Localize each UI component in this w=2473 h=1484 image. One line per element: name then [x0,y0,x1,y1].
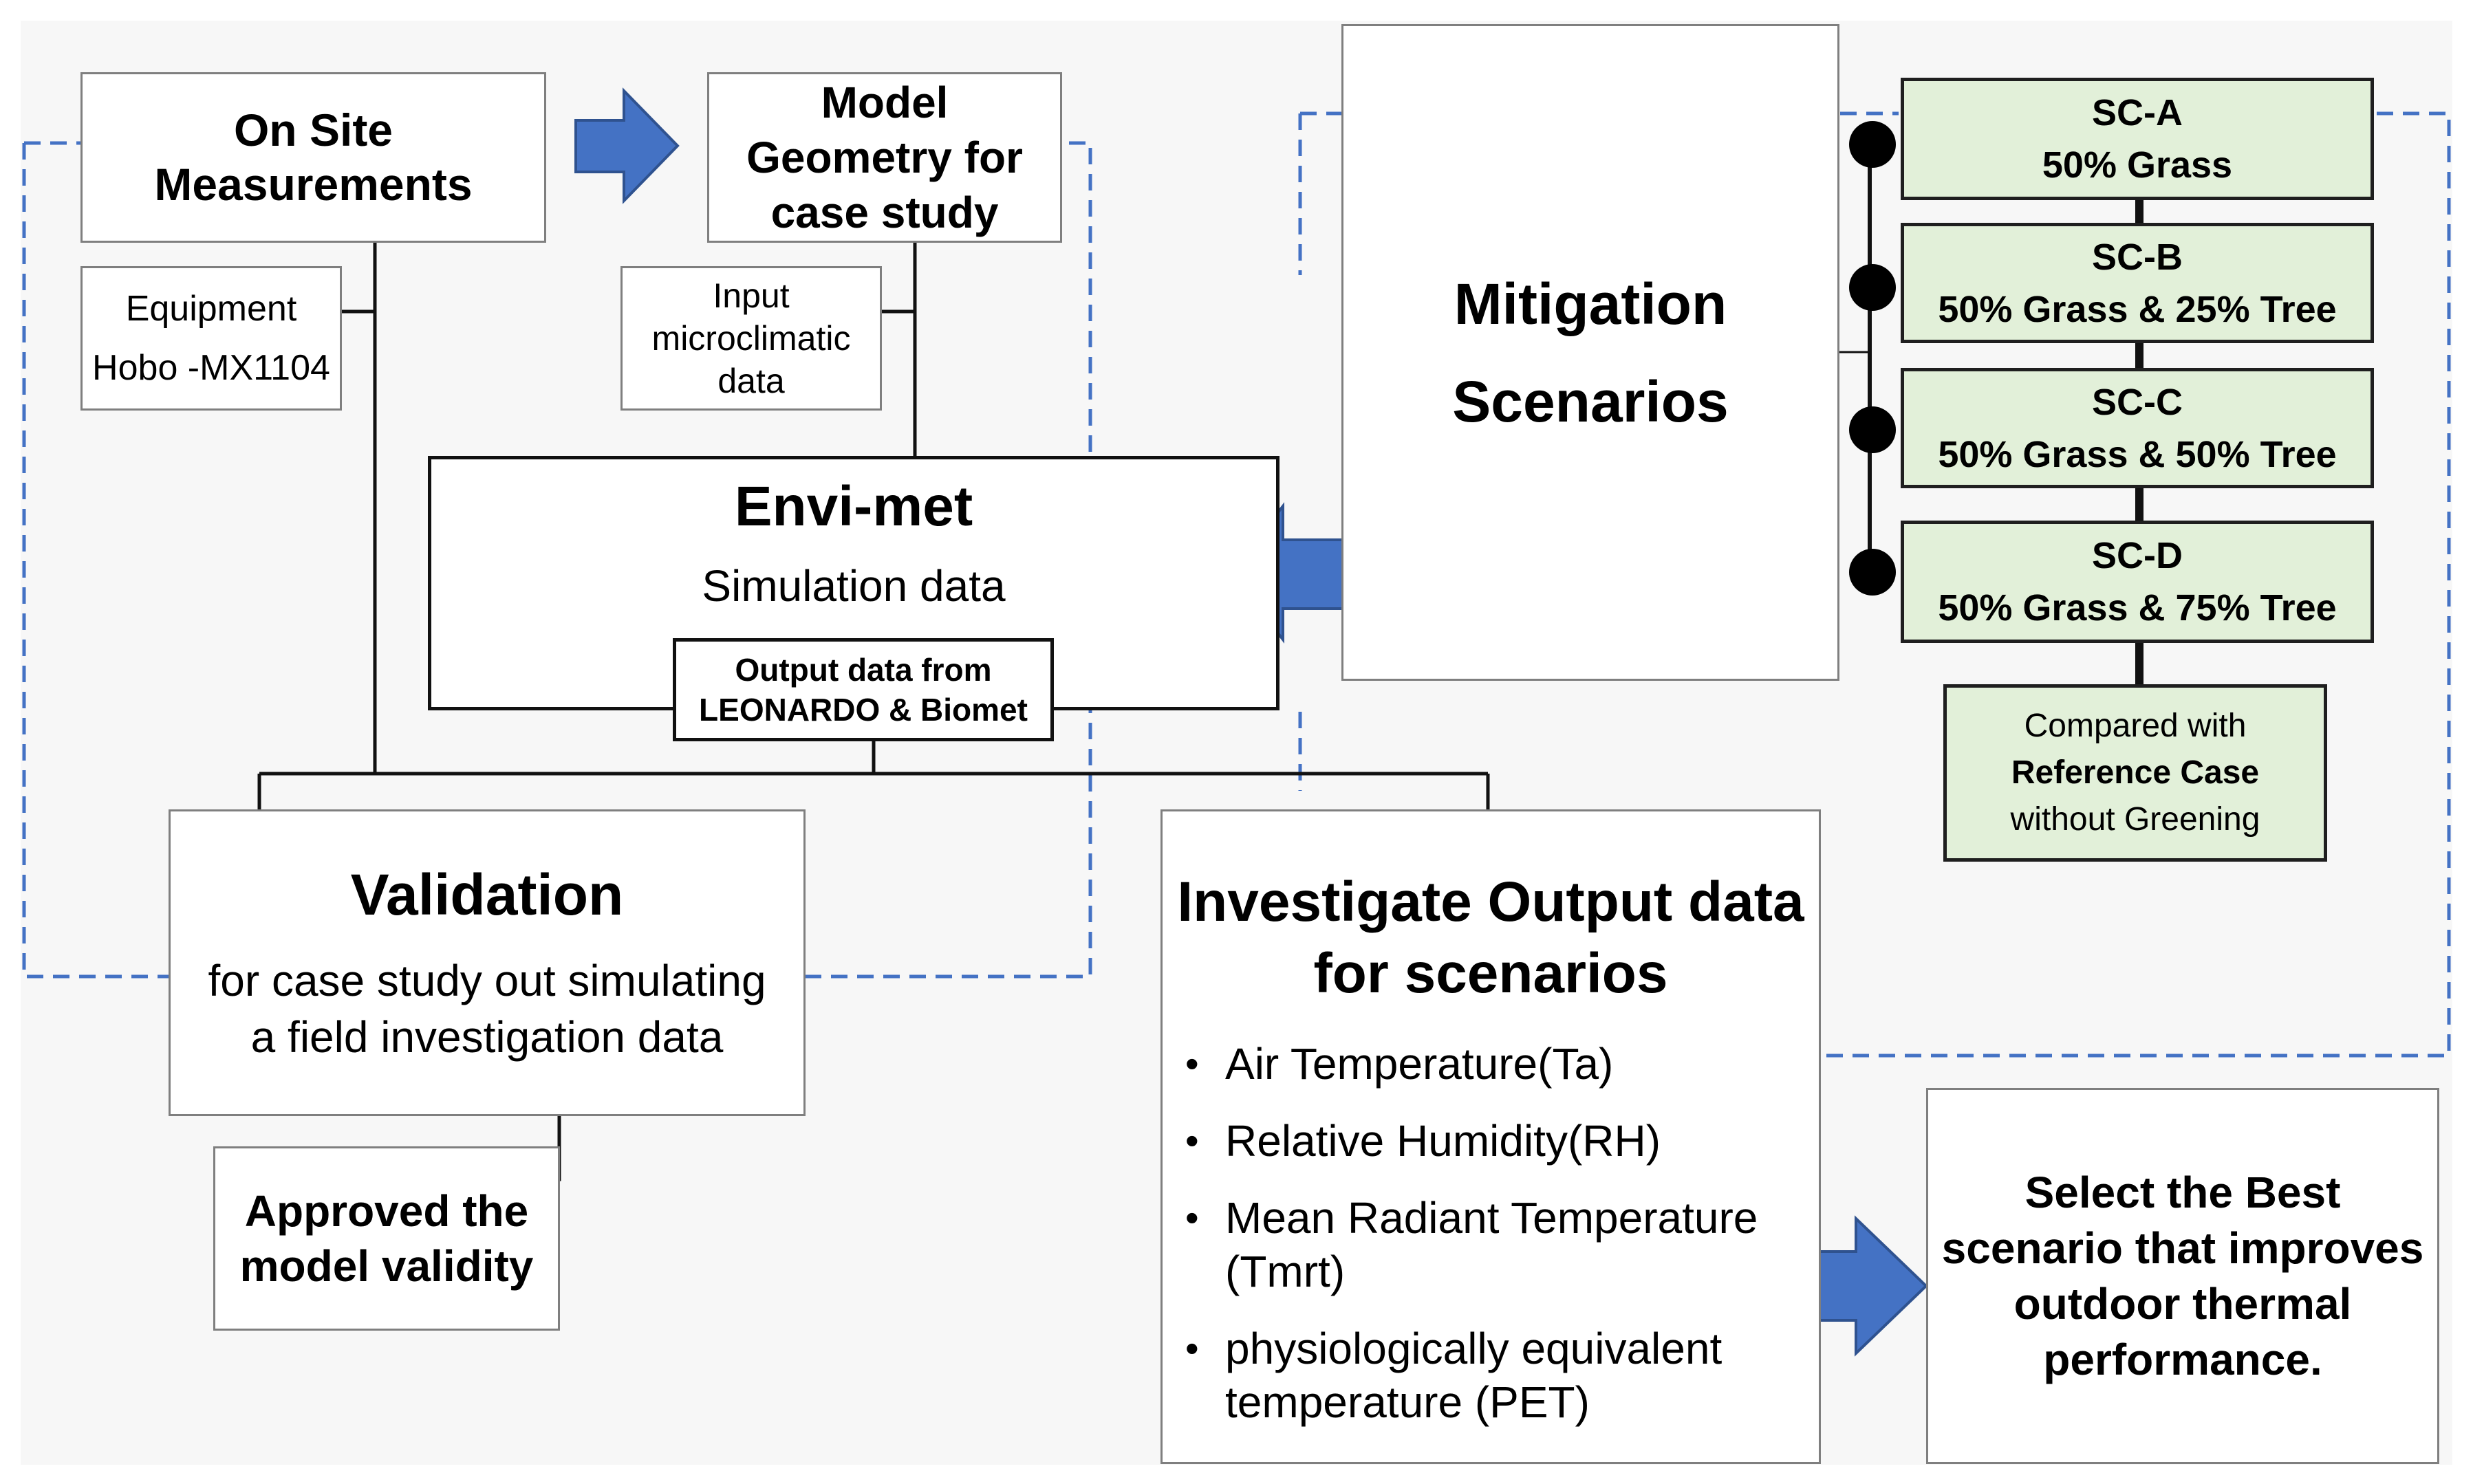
scenario-dot-b [1849,264,1896,311]
scenario-code: SC-A [2092,92,2183,133]
scenario-desc: 50% Grass & 25% Tree [1938,288,2337,330]
approved-label: Approved the model validity [239,1186,534,1291]
mitigation-scenarios-box: Mitigation Scenarios [1341,24,1839,681]
model-geometry-label: Model Geometry for case study [746,78,1023,237]
scenario-code: SC-C [2092,381,2183,423]
equipment-box: Equipment Hobo -MX1104 [80,266,342,411]
scenario-dot-a [1849,121,1896,168]
scenario-code: SC-B [2092,236,2183,278]
validation-box: Validation for case study out simulating… [169,809,806,1116]
reference-line3: without Greening [2010,801,2260,838]
envimet-box: Envi-met Simulation data [428,456,1279,710]
validation-title: Validation [350,862,624,927]
select-best-box: Select the Best scenario that improves o… [1926,1088,2439,1464]
dashed-group-scenarios [1298,111,2451,1058]
on-site-measurements-label: On Site Measurements [154,104,473,210]
scenario-b-box: SC-B 50% Grass & 25% Tree [1901,223,2374,343]
on-site-measurements-box: On Site Measurements [80,72,546,243]
mitigation-label-line1: Mitigation [1454,271,1727,336]
output-data-box: Output data from LEONARDO & Biomet [673,638,1054,741]
input-data-box: Input microclimatic data [620,266,882,411]
equipment-model: Hobo -MX1104 [92,348,330,388]
validation-line2: a field investigation data [250,1012,724,1062]
output-data-line1: Output data from [735,652,992,688]
output-data-line2: LEONARDO & Biomet [699,692,1028,728]
scenario-code: SC-D [2092,535,2183,576]
reference-case-box: Compared with Reference Case without Gre… [1943,684,2327,862]
input-data-label: Input microclimatic data [651,276,851,400]
approved-box: Approved the model validity [213,1146,560,1331]
validation-line1: for case study out simulating [208,956,766,1006]
envimet-subtitle: Simulation data [702,561,1006,611]
investigate-output-box: Investigate Output data for scenarios Ai… [1160,809,1821,1464]
equipment-label: Equipment [125,289,297,329]
scenario-d-box: SC-D 50% Grass & 75% Tree [1901,521,2374,643]
arrow-measurements-to-geometry [574,87,680,204]
reference-line1: Compared with [2024,708,2247,744]
scenario-desc: 50% Grass [2042,144,2233,186]
list-item: Air Temperature(Ta) [1185,1037,1796,1091]
list-item: Mean Radiant Temperature (Tmrt) [1185,1191,1796,1298]
model-geometry-box: Model Geometry for case study [707,72,1062,243]
scenario-dot-d [1849,549,1896,596]
investigate-title-line1: Investigate Output data [1177,871,1804,933]
mitigation-label-line2: Scenarios [1452,369,1729,434]
dashed-group-validation [22,141,1092,979]
investigate-title-line2: for scenarios [1313,942,1668,1005]
reference-line2: Reference Case [2011,754,2260,791]
scenario-desc: 50% Grass & 75% Tree [1938,587,2337,629]
list-item: physiologically equivalent temperature (… [1185,1322,1796,1429]
output-variable-list: Air Temperature(Ta) Relative Humidity(RH… [1185,1037,1796,1452]
scenario-dot-c [1849,406,1896,453]
select-best-label: Select the Best scenario that improves o… [1941,1167,2424,1384]
scenario-a-box: SC-A 50% Grass [1901,78,2374,200]
connector-envimet-split [257,739,1490,809]
envimet-title: Envi-met [734,475,973,538]
scenario-desc: 50% Grass & 50% Tree [1938,433,2337,475]
list-item: Relative Humidity(RH) [1185,1114,1796,1168]
scenario-c-box: SC-C 50% Grass & 50% Tree [1901,368,2374,488]
